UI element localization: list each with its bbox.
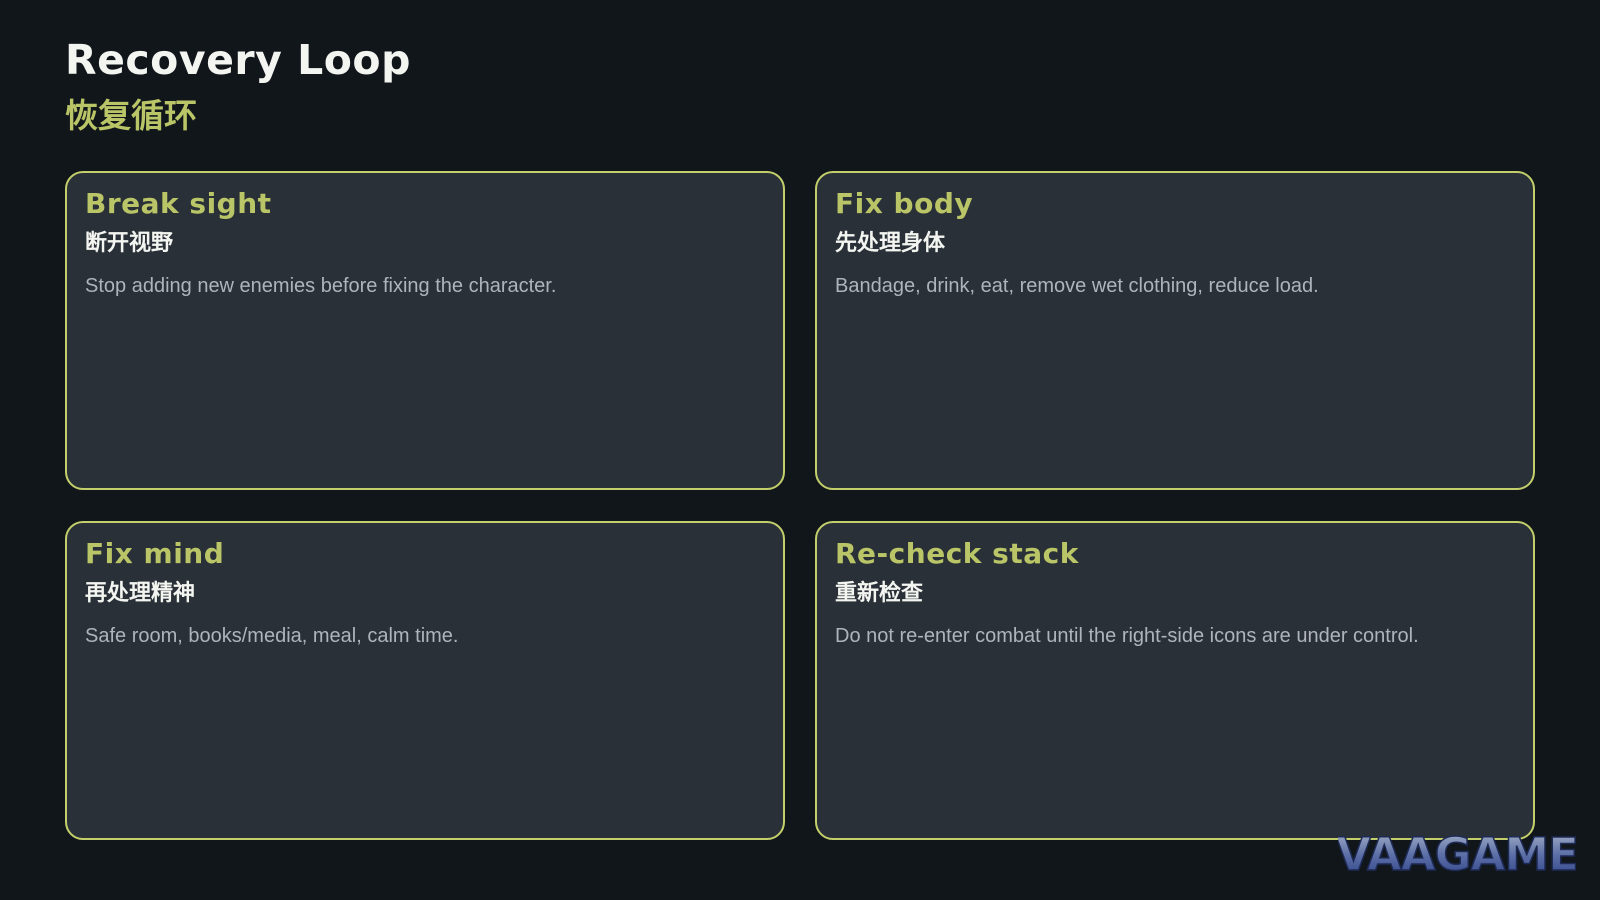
card-subtitle: 再处理精神 <box>85 581 196 606</box>
card-fix-body: Fix body 先处理身体 Bandage, drink, eat, remo… <box>815 171 1535 490</box>
card-description: Safe room, books/media, meal, calm time. <box>85 625 459 647</box>
card-subtitle: 断开视野 <box>85 231 174 256</box>
card-description: Stop adding new enemies before fixing th… <box>85 275 557 297</box>
card-description: Do not re-enter combat until the right-s… <box>835 625 1419 647</box>
card-title: Fix mind <box>85 537 225 570</box>
card-title: Fix body <box>835 187 974 220</box>
page-subtitle: 恢复循环 <box>65 96 197 135</box>
page-title: Recovery Loop <box>65 36 411 84</box>
watermark-logo: VAAGAME <box>1338 827 1576 880</box>
card-re-check-stack: Re-check stack 重新检查 Do not re-enter comb… <box>815 521 1535 840</box>
watermark-text: VAAGAME <box>1338 828 1576 880</box>
card-break-sight: Break sight 断开视野 Stop adding new enemies… <box>65 171 785 490</box>
card-title: Re-check stack <box>835 537 1079 570</box>
card-description: Bandage, drink, eat, remove wet clothing… <box>835 275 1319 297</box>
card-title: Break sight <box>85 187 272 220</box>
card-fix-mind: Fix mind 再处理精神 Safe room, books/media, m… <box>65 521 785 840</box>
card-subtitle: 先处理身体 <box>835 231 946 256</box>
card-subtitle: 重新检查 <box>835 581 924 606</box>
